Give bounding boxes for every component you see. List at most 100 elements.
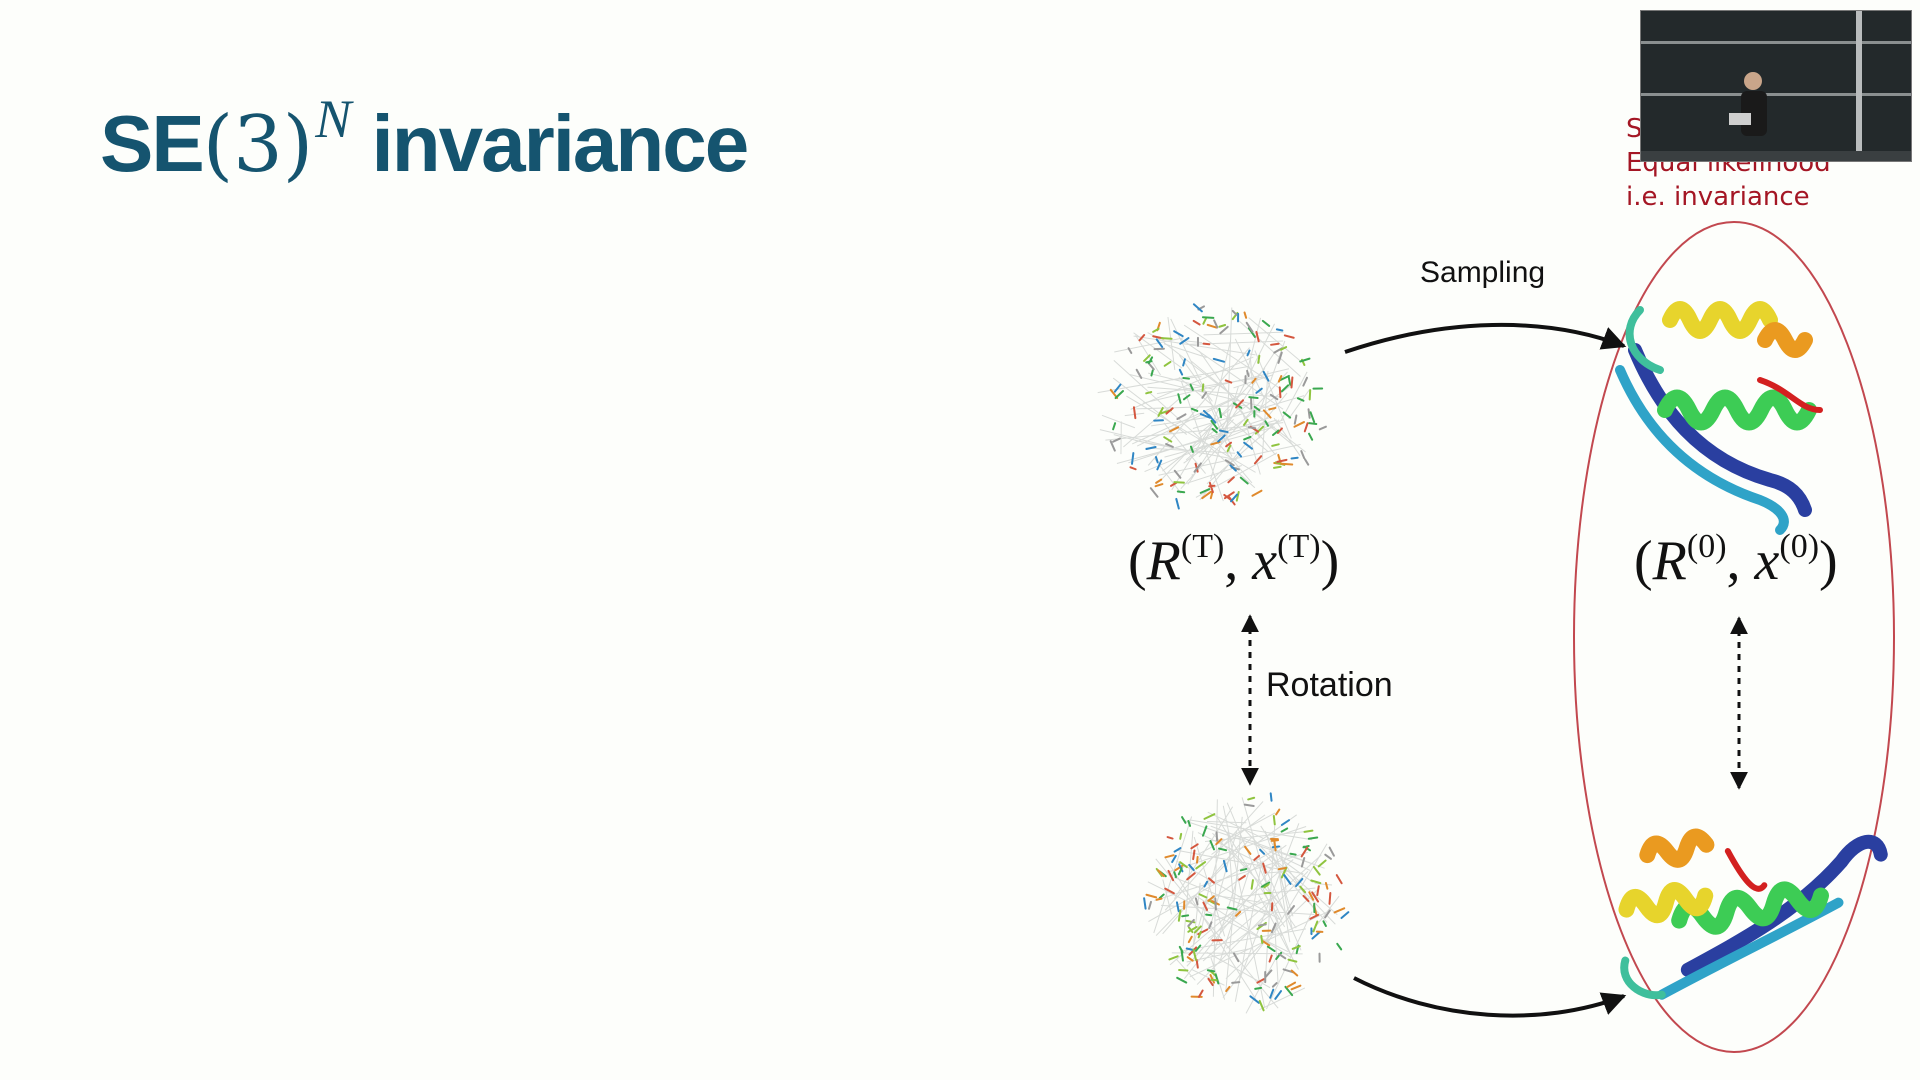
noise-residue (1188, 863, 1195, 872)
noise-residue (1129, 466, 1137, 471)
noise-residue (1214, 897, 1217, 911)
noise-residue (1283, 334, 1295, 339)
noise-link (1314, 882, 1333, 886)
noise-residue (1229, 464, 1237, 472)
presenter-webcam (1640, 10, 1912, 162)
noise-link (1147, 386, 1282, 398)
noise-residue (1215, 831, 1219, 842)
noise-link (1164, 801, 1264, 911)
noise-residue (1132, 406, 1137, 420)
noise-link (1192, 395, 1305, 429)
noise-residue (1163, 360, 1172, 367)
noise-residue (1336, 942, 1343, 951)
noise-link (1279, 876, 1291, 943)
noise-link (1183, 324, 1281, 390)
noise-link (1198, 419, 1234, 458)
noise-link (1201, 408, 1219, 451)
noise-residue (1209, 970, 1217, 977)
noise-residue (1289, 852, 1297, 856)
noise-residue (1194, 944, 1202, 952)
noise-residue (1308, 891, 1315, 901)
noise-residue (1192, 319, 1201, 326)
noise-residue (1202, 409, 1212, 418)
noise-residue (1155, 338, 1164, 348)
noise-residue (1177, 393, 1182, 404)
noise-residue (1243, 418, 1249, 426)
noise-residue (1296, 397, 1305, 402)
noise-link (1245, 954, 1279, 1014)
noise-link (1167, 317, 1176, 370)
noise-residue (1264, 420, 1270, 427)
noise-link (1236, 318, 1301, 377)
formula-R-superscript: (T) (1180, 528, 1225, 565)
noise-residue (1157, 406, 1164, 417)
noise-residue (1169, 426, 1180, 433)
noise-residue (1318, 425, 1327, 431)
noise-link (1183, 385, 1292, 464)
noise-residue (1280, 462, 1294, 466)
noise-link (1269, 855, 1338, 916)
formula-close-paren: ) (1320, 530, 1340, 592)
noise-residue (1275, 328, 1284, 332)
noise-residue (1218, 429, 1229, 434)
noise-residue (1284, 985, 1294, 997)
noise-link (1195, 895, 1291, 958)
noise-residue (1328, 892, 1332, 905)
noise-residue (1295, 877, 1304, 888)
noise-residue (1303, 458, 1310, 466)
noise-residue (1147, 900, 1152, 910)
noise-residue (1283, 874, 1292, 885)
formula-comma: , (1726, 530, 1755, 592)
noise-residue (1278, 374, 1290, 382)
noise-residue (1189, 445, 1194, 453)
noise-link (1186, 340, 1203, 344)
noise-residue (1270, 922, 1277, 934)
noise-residue (1145, 391, 1153, 395)
noise-link (1264, 830, 1294, 917)
noise-residue (1278, 386, 1282, 399)
noise-residue (1324, 909, 1331, 919)
noise-link (1191, 968, 1225, 986)
noise-residue (1206, 323, 1218, 329)
noise-residue (1255, 387, 1263, 394)
noise-residue (1253, 455, 1263, 465)
noise-residue (1173, 469, 1182, 479)
noise-link (1128, 416, 1271, 464)
invariance-ellipse (1573, 221, 1895, 1053)
noise-residue (1308, 422, 1318, 425)
noise-link (1136, 398, 1235, 447)
noise-link (1260, 825, 1316, 911)
noisy-state-formula: (R(T), x(T)) (1128, 528, 1339, 593)
noise-residue (1287, 905, 1296, 915)
noise-residue (1274, 990, 1283, 1000)
noise-link (1248, 317, 1301, 362)
formula-x-superscript: (0) (1779, 528, 1820, 565)
noise-residue (1262, 409, 1272, 419)
noise-residue (1269, 393, 1279, 401)
noise-residue (1175, 901, 1180, 913)
noise-residue (1293, 421, 1305, 428)
noise-residue (1175, 497, 1180, 510)
noise-residue (1272, 814, 1276, 826)
noise-residue (1225, 985, 1231, 993)
noise-residue (1206, 969, 1216, 973)
noise-residue (1290, 376, 1294, 389)
noise-residue (1193, 925, 1202, 934)
noise-residue (1207, 895, 1215, 902)
noise-residue (1154, 483, 1164, 488)
noise-residue (1272, 429, 1280, 436)
noise-link (1274, 926, 1279, 983)
protein-loop-teal (1620, 956, 1666, 1000)
noise-residue (1264, 969, 1273, 978)
noise-residue (1202, 901, 1209, 911)
noise-residue (1299, 357, 1311, 363)
noise-residue (1187, 918, 1195, 928)
noise-residue (1112, 422, 1117, 431)
noise-residue (1257, 354, 1261, 364)
noise-residue (1311, 930, 1322, 940)
noise-residue (1259, 848, 1266, 855)
noise-residue (1269, 988, 1275, 999)
noise-residue (1201, 825, 1208, 837)
noise-residue (1199, 488, 1211, 494)
